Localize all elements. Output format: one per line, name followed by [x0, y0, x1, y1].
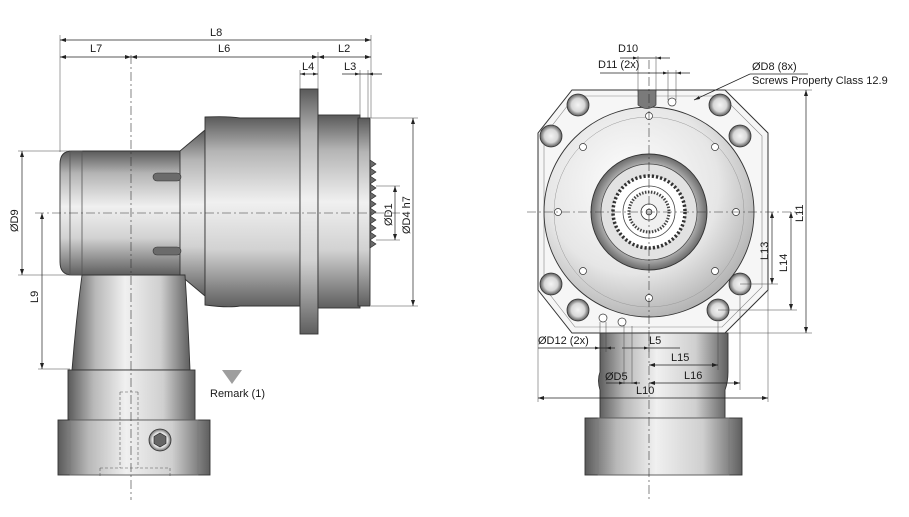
dim-D10: D10 [618, 43, 638, 55]
front-view-dimensions: D10 D11 (2x) ØD8 (8x) Screws Property Cl… [537, 43, 888, 402]
front-view [527, 60, 800, 500]
remark-label: Remark (1) [210, 388, 265, 400]
dim-L4: L4 [302, 61, 314, 73]
dim-D9: ØD9 [9, 209, 21, 232]
front-lip [357, 117, 371, 307]
bolt-hole [566, 298, 590, 322]
adapter-inner-front [597, 417, 730, 476]
dim-D5: ØD5 [605, 371, 628, 383]
neck-slot-top [152, 172, 182, 182]
dim-D4: ØD4 h7 [401, 196, 413, 234]
hidden-shaft [99, 391, 171, 476]
dim-D8: ØD8 (8x) [752, 61, 797, 73]
pinion-teeth [369, 159, 377, 249]
side-view-dimensions: L8 L7 L6 L2 L4 L3 ØD9 [9, 27, 418, 400]
bolt-hole [728, 124, 752, 148]
dim-L2: L2 [338, 43, 350, 55]
octagon-bevel [543, 95, 763, 328]
dim-L13: L13 [759, 242, 771, 260]
bolt-hole [539, 272, 563, 296]
dim-L7: L7 [90, 43, 102, 55]
dim-L16: L16 [684, 370, 702, 382]
d10-notch [637, 89, 657, 109]
bolt-hole [566, 93, 590, 117]
dim-L8: L8 [210, 27, 222, 39]
dim-D1: ØD1 [383, 203, 395, 226]
screws-note: Screws Property Class 12.9 [752, 75, 888, 87]
dim-L3: L3 [344, 61, 356, 73]
neck-slot-bottom [152, 246, 182, 256]
thread-hole [579, 143, 587, 151]
dim-L10: L10 [636, 385, 654, 397]
main-housing [204, 116, 301, 308]
remark-marker-icon [222, 370, 242, 384]
side-view [35, 55, 400, 500]
thread-hole [711, 267, 719, 275]
pin-hole [598, 313, 608, 323]
dim-D11: D11 (2x) [598, 59, 639, 71]
output-flange [299, 88, 319, 335]
pin-hole [617, 317, 627, 327]
thread-hole [711, 143, 719, 151]
dim-L14: L14 [778, 254, 790, 272]
bolt-hole [708, 93, 732, 117]
dim-L9: L9 [29, 291, 41, 303]
front-body [317, 114, 361, 309]
dim-L6: L6 [218, 43, 230, 55]
thread-hole [579, 267, 587, 275]
dim-D12: ØD12 (2x) [538, 335, 589, 347]
dim-L5: L5 [649, 335, 661, 347]
hex-socket [153, 432, 167, 448]
motor-adapter [57, 419, 211, 476]
pin-hole [667, 97, 677, 107]
dim-L15: L15 [671, 352, 689, 364]
dim-L11: L11 [794, 204, 806, 222]
adapter-inner [69, 419, 199, 476]
lower-collar [67, 369, 196, 421]
bolt-hole [539, 124, 563, 148]
motor-adapter-front [584, 417, 743, 476]
